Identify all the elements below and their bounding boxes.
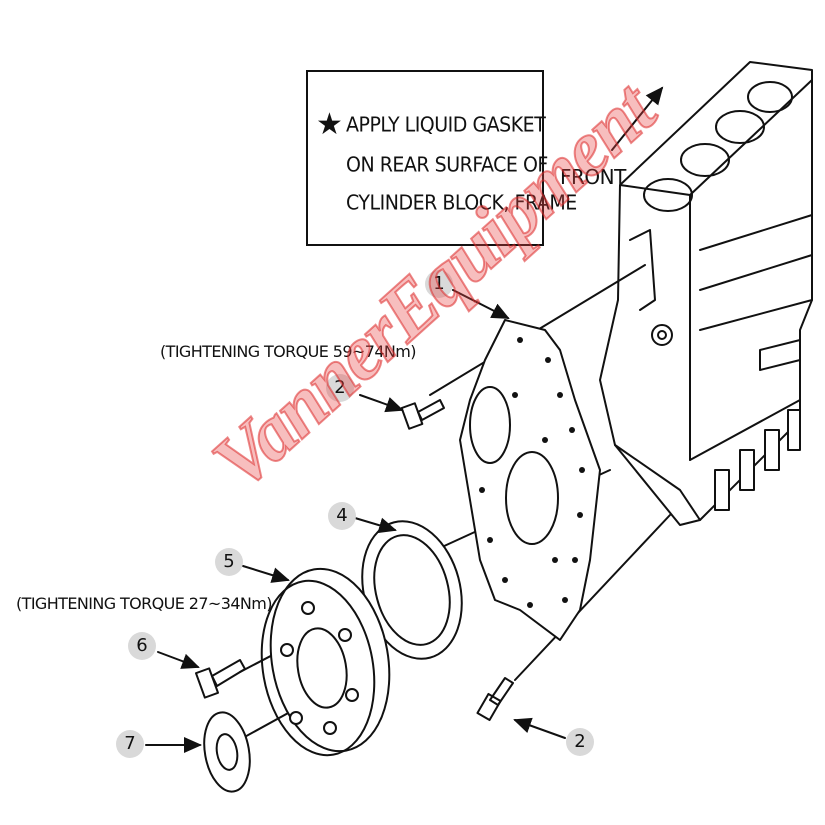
note-line-3: CYLINDER BLOCK, FRAME [346, 191, 577, 215]
bolt-top [400, 399, 445, 430]
torque-label-bolt-6: (TIGHTENING TORQUE 27~34Nm) [16, 594, 273, 613]
washer [203, 711, 251, 793]
flange [260, 567, 391, 757]
bolt-6 [194, 659, 246, 699]
callout-6: 6 [128, 632, 156, 660]
leader-arrow-2-bottom [513, 717, 566, 739]
leader-arrow-1 [452, 289, 510, 319]
callout-4: 4 [328, 502, 356, 530]
leader-arrow-4 [354, 517, 397, 534]
callout-1: 1 [425, 270, 453, 298]
callout-5: 5 [215, 548, 243, 576]
leader-arrow-5 [242, 565, 290, 583]
note-line-1: APPLY LIQUID GASKET [346, 113, 546, 137]
note-box: ★ APPLY LIQUID GASKET ON REAR SURFACE OF… [306, 70, 577, 246]
torque-label-bolt-2: (TIGHTENING TORQUE 59~74Nm) [160, 342, 417, 361]
note-line-2: ON REAR SURFACE OF [346, 153, 548, 177]
star-icon: ★ [316, 108, 343, 141]
rear-plate [459, 319, 601, 641]
front-direction-arrow [611, 86, 664, 151]
guide-line [514, 514, 671, 681]
callout-2-bottom: 2 [566, 728, 594, 756]
front-label: FRONT [560, 165, 626, 189]
callout-2-top: 2 [326, 374, 354, 402]
bolt-bottom [476, 677, 514, 722]
callout-7: 7 [116, 730, 144, 758]
leader-arrow-6 [157, 651, 200, 669]
cylinder-block [599, 61, 813, 526]
leader-arrow-2-top [359, 394, 404, 413]
